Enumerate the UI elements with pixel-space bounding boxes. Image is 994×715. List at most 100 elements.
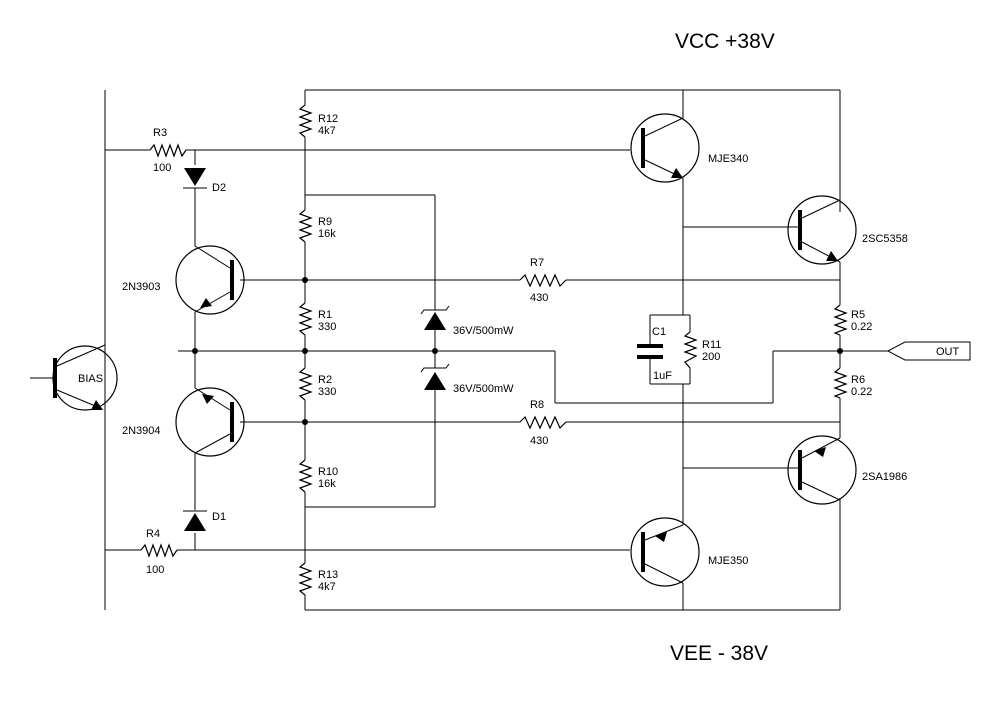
resistor-r2 [298, 367, 313, 401]
wires [30, 89, 888, 611]
zener-top-label: 36V/500mW [453, 325, 514, 337]
mje340-label: MJE340 [708, 153, 748, 165]
vcc-label: VCC +38V [675, 30, 775, 53]
r1-ref: R1 [318, 309, 332, 321]
wire [56, 344, 106, 367]
resistor-r7 [519, 273, 567, 288]
resistor-r4 [140, 543, 178, 558]
wire [671, 168, 683, 178]
r13-value: 4k7 [318, 581, 336, 593]
resistor-r6 [833, 367, 848, 399]
zener-bottom-label: 36V/500mW [453, 383, 514, 395]
wire [630, 113, 700, 183]
wire [420, 363, 450, 373]
2n3904-label: 2N3904 [122, 425, 161, 437]
resistor-r1 [298, 302, 313, 336]
wire [424, 372, 446, 390]
zener-top [420, 305, 450, 330]
wire [175, 387, 245, 457]
r10-ref: R10 [318, 466, 338, 478]
r3-value: 100 [153, 162, 171, 174]
wire [194, 291, 231, 313]
labels: VCC +38V VEE - 38V OUT BIAS 2N3903 2N390… [78, 30, 960, 665]
c1-value: 1uF [653, 370, 672, 382]
wire [801, 437, 841, 459]
transistor-2n3904 [175, 387, 245, 457]
transistor-2n3903 [175, 245, 245, 315]
d2-label: D2 [212, 182, 226, 194]
diode-d1 [183, 510, 207, 531]
wire [184, 513, 206, 531]
wire [814, 447, 826, 457]
wire [787, 435, 857, 505]
r11-value: 200 [702, 351, 720, 363]
2sc5358-label: 2SC5358 [862, 233, 908, 245]
r4-value: 100 [146, 564, 164, 576]
wire [194, 433, 231, 454]
transistor-2sc5358 [786, 195, 857, 265]
r7-ref: R7 [530, 257, 544, 269]
resistor-r8 [519, 415, 567, 430]
r1-value: 330 [318, 321, 336, 333]
wire [644, 563, 684, 584]
d1-label: D1 [212, 511, 226, 523]
resistor-r11 [683, 331, 698, 369]
junction-dot [837, 348, 843, 354]
wire [184, 168, 206, 186]
wire [420, 305, 450, 315]
resistor-r5 [833, 304, 848, 336]
r7-value: 430 [530, 292, 548, 304]
r5-ref: R5 [851, 309, 865, 321]
diodes [183, 168, 450, 531]
r2-ref: R2 [318, 374, 332, 386]
wire [826, 251, 838, 261]
mje350-label: MJE350 [708, 555, 748, 567]
junction-dot [192, 348, 198, 354]
wire [644, 524, 684, 541]
out-label: OUT [936, 346, 960, 358]
r2-value: 330 [318, 386, 336, 398]
resistors [140, 104, 848, 596]
resistor-r13 [298, 562, 313, 596]
junction-dot [302, 348, 308, 354]
resistor-r12 [298, 104, 313, 138]
junction-dot [302, 277, 308, 283]
resistor-r9 [298, 209, 313, 243]
wire [630, 517, 700, 587]
capacitor-c1 [637, 344, 663, 359]
r11-ref: R11 [702, 339, 721, 351]
r3-ref: R3 [153, 127, 167, 139]
r12-value: 4k7 [318, 125, 336, 137]
wire [175, 245, 245, 315]
junctions [192, 277, 843, 425]
wire [801, 199, 841, 219]
c1-ref: C1 [652, 326, 666, 338]
r10-value: 16k [318, 478, 336, 490]
r4-ref: R4 [146, 528, 160, 540]
resistor-r10 [298, 459, 313, 493]
wire [787, 195, 857, 265]
transistors [52, 113, 857, 587]
wire [801, 481, 841, 501]
wire [200, 298, 212, 308]
wire [194, 387, 231, 411]
r12-ref: R12 [318, 113, 338, 125]
r8-value: 430 [530, 435, 548, 447]
wire [424, 312, 446, 330]
wire [655, 532, 667, 542]
wire [644, 117, 684, 137]
r9-value: 16k [318, 228, 336, 240]
2sa1986-label: 2SA1986 [862, 471, 907, 483]
wire [194, 245, 231, 269]
wire [91, 400, 103, 410]
wire [202, 394, 214, 404]
diode-d2 [183, 168, 207, 189]
zener-bottom [420, 363, 450, 390]
wire [56, 389, 101, 409]
vee-label: VEE - 38V [670, 642, 768, 665]
transistor-mje350 [630, 517, 700, 587]
r9-ref: R9 [318, 216, 332, 228]
junction-dot [302, 419, 308, 425]
transistor-mje340 [630, 113, 700, 183]
